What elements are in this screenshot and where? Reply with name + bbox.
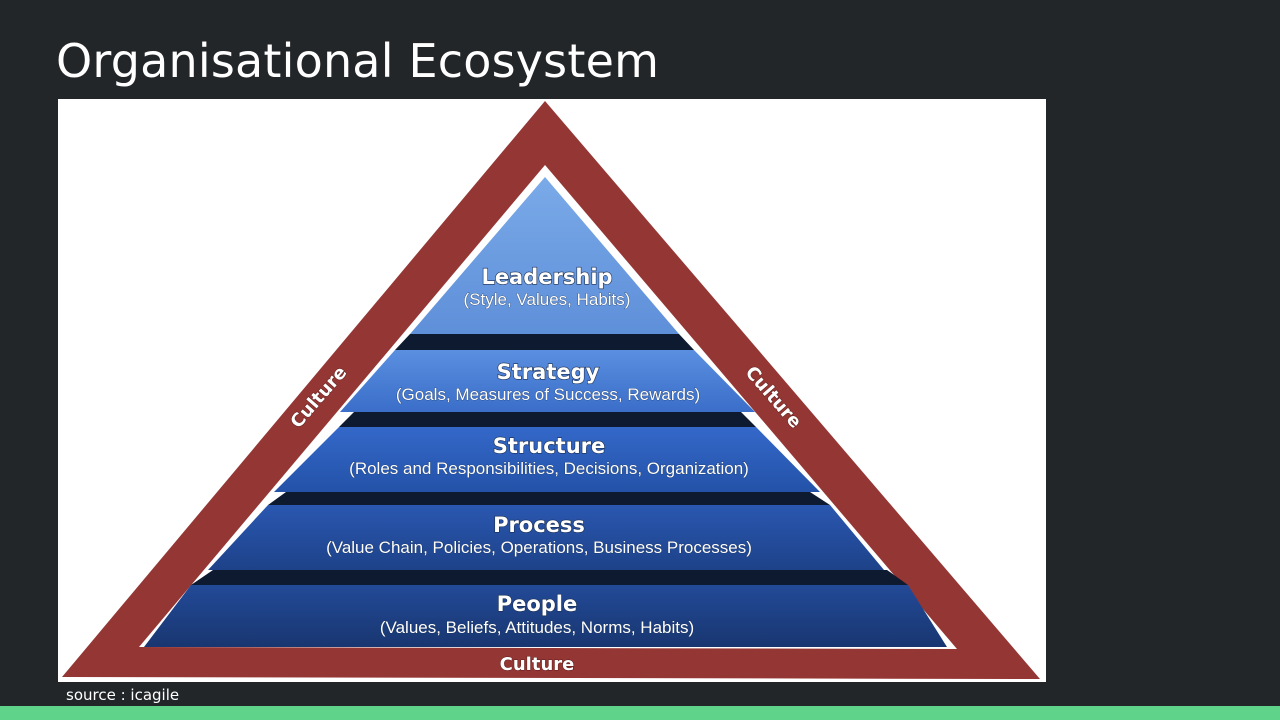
tier-shadow: [395, 334, 694, 350]
diagram-panel: Leadership (Style, Values, Habits) Strat…: [58, 99, 1046, 682]
tier-shadow: [268, 492, 830, 505]
tier-desc-leadership: (Style, Values, Habits): [464, 290, 631, 309]
footer-bar: [0, 706, 1280, 720]
source-note: source : icagile: [66, 686, 180, 704]
tier-desc-structure: (Roles and Responsibilities, Decisions, …: [349, 459, 749, 478]
tier-desc-strategy: (Goals, Measures of Success, Rewards): [396, 385, 700, 404]
tier-title-strategy: Strategy: [497, 360, 600, 384]
tier-leadership: [410, 177, 679, 334]
slide-title: Organisational Ecosystem: [56, 34, 660, 88]
tier-title-leadership: Leadership: [481, 265, 612, 289]
tier-structure: [274, 427, 820, 492]
tier-shadow: [339, 412, 756, 427]
tier-process: [208, 505, 884, 570]
tier-desc-process: (Value Chain, Policies, Operations, Busi…: [326, 538, 752, 557]
ecosystem-pyramid: Leadership (Style, Values, Habits) Strat…: [62, 101, 1040, 679]
tier-title-process: Process: [493, 513, 585, 537]
tier-title-people: People: [497, 592, 578, 616]
tier-desc-people: (Values, Beliefs, Attitudes, Norms, Habi…: [380, 618, 694, 637]
tier-people: [144, 585, 947, 647]
tier-title-structure: Structure: [493, 434, 606, 458]
culture-label-bottom: Culture: [500, 654, 575, 675]
tier-shadow: [191, 570, 908, 585]
tier-strategy: [340, 350, 755, 412]
